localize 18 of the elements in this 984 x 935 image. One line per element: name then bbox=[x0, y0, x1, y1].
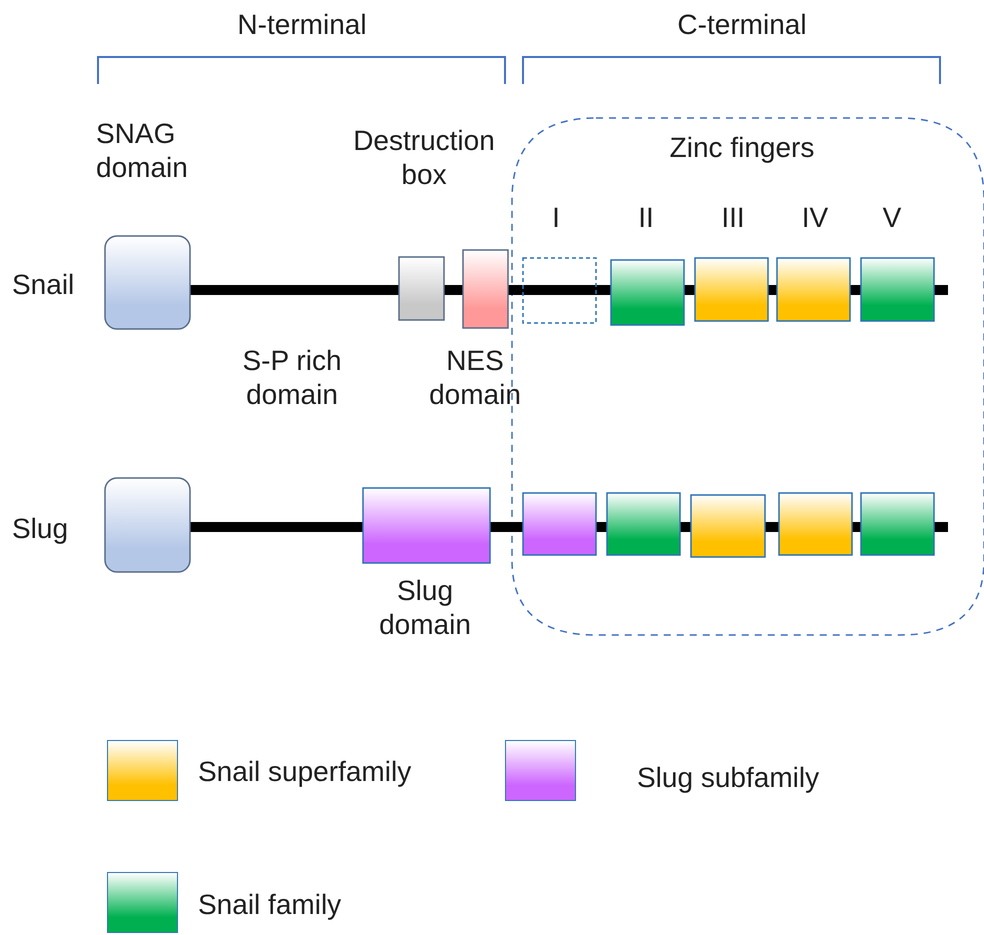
domain-label: Zinc fingers bbox=[668, 131, 816, 165]
domain-label: Slug domain bbox=[378, 574, 472, 642]
legend-label: Snail superfamily bbox=[198, 755, 412, 789]
zinc-finger-number: V bbox=[882, 201, 902, 235]
domain-label: NES domain bbox=[428, 344, 522, 412]
zinc-finger-number: IV bbox=[800, 201, 830, 235]
domain-label: S-P rich domain bbox=[241, 344, 343, 412]
domain-label: SNAG domain bbox=[96, 117, 189, 185]
legend-label: Snail family bbox=[198, 888, 342, 922]
section-label: C-terminal bbox=[676, 8, 808, 42]
zinc-finger-number: I bbox=[551, 201, 561, 235]
zinc-finger-number: III bbox=[720, 201, 746, 235]
legend-label: Slug subfamily bbox=[637, 761, 820, 795]
protein-name: Slug bbox=[12, 512, 68, 546]
domain-label: Destruction box bbox=[352, 124, 496, 192]
protein-name: Snail bbox=[12, 268, 74, 302]
section-label: N-terminal bbox=[236, 8, 368, 42]
zinc-finger-number: II bbox=[637, 201, 655, 235]
